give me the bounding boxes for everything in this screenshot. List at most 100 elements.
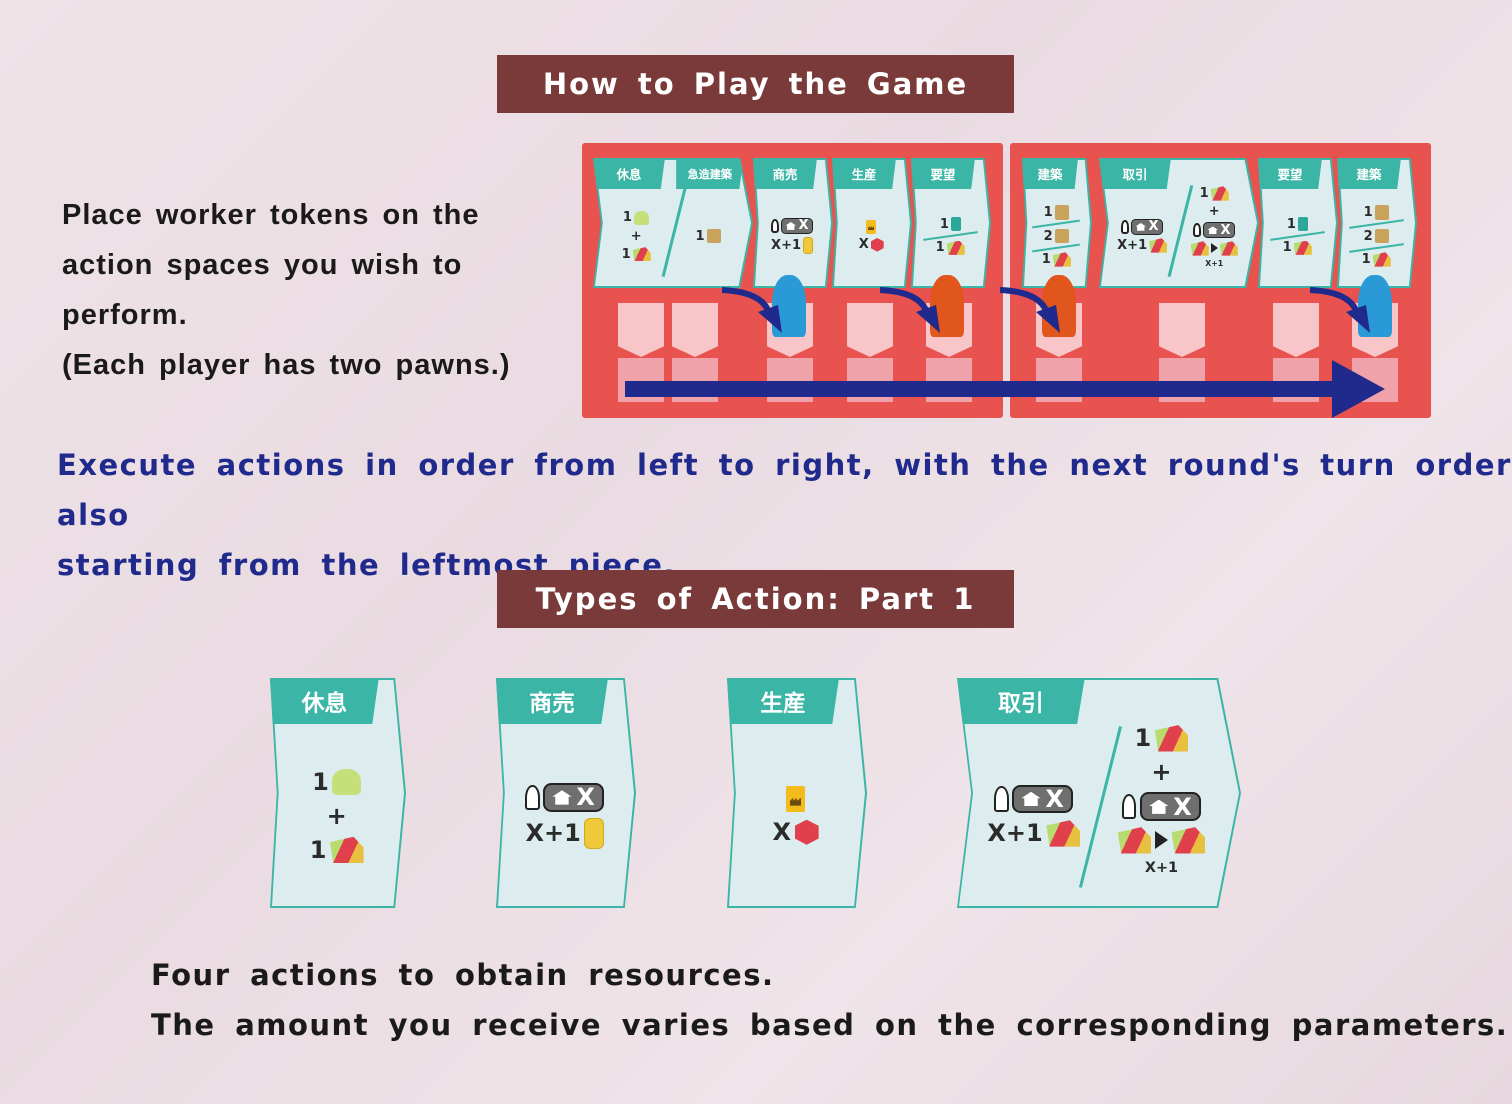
card-title: 建築 [1337,158,1401,190]
worker-icon [633,210,650,225]
house-icon [785,222,796,230]
building-count-badge: X [1140,792,1201,822]
house-icon [552,790,572,805]
intro-line: action spaces you wish to [62,249,463,281]
card-line: 2 [1364,229,1389,244]
card-line [1190,241,1238,256]
amount-text: 1 [1286,216,1296,232]
card-line: X [1120,219,1164,235]
any-resource-icon [1219,241,1238,256]
any-resource-icon [1046,820,1080,847]
card-title: 要望 [1258,158,1322,190]
card-line: 1 [936,240,965,255]
pawn-icon [770,219,779,233]
worker-slot-base [926,358,972,402]
card-line: 1 [1287,217,1308,232]
intro-text: Place worker tokens on the action spaces… [62,190,511,390]
pawn-icon [994,786,1009,812]
action-card: 生産 X [727,678,867,908]
card-title: 生産 [727,678,839,724]
card-body: X [735,733,855,899]
card-line [866,219,877,235]
card-body: X [837,189,906,283]
card-line: 1 [1362,252,1391,267]
worker-slot [1159,303,1205,357]
card-body: 1+1 [278,733,395,899]
card-line: X+1 [525,817,604,849]
amount-text: X [772,818,792,847]
amount-text: X+1 [525,819,581,848]
request-card-icon [950,217,961,232]
card-body: X X+1 [1109,189,1176,283]
card-line: 1 [622,247,651,262]
card-line [786,785,806,813]
plus-sign: + [1208,204,1220,220]
amount-text: 1 [622,210,632,226]
footer-line: The amount you receive varies based on t… [151,1008,1509,1042]
any-resource-icon [1210,186,1229,201]
types-of-action-banner: Types of Action: Part 1 [497,570,1014,628]
card-title: 建築 [1022,158,1078,190]
card-line: + [631,229,642,244]
blue-pawn [772,275,806,337]
factory-icon [786,785,806,813]
worker-slot [672,303,718,357]
amount-text: 2 [1043,228,1053,244]
card-body: X X+1 [504,733,624,899]
pawn-icon [525,784,540,810]
card-line: 1 [696,229,721,244]
building-count-badge: X [1202,222,1236,239]
building-count-badge: X [780,218,814,234]
card-line: X+1 [1117,238,1168,253]
card-line: 1 [1135,724,1189,752]
worker-slot-base [1273,358,1319,402]
worker-slot-base [618,358,664,402]
house-icon [1135,222,1146,231]
wood-icon [706,228,721,244]
worker-slot [847,303,893,357]
card-body: X X+1 [974,733,1093,899]
worker-slot-base [767,358,813,402]
blue-pawn [1358,275,1392,337]
card-line: + [327,802,347,830]
any-resource-icon [1052,252,1071,267]
any-resource-icon [946,240,965,255]
order-line: Execute actions in order from left to ri… [57,448,1512,532]
any-resource-icon [1154,725,1189,752]
card-line: X+1 [987,819,1080,847]
amount-text: 2 [1363,228,1373,244]
gold-coin-icon [584,817,604,849]
wood-icon [1054,228,1069,244]
card-line: 1 [1364,205,1389,220]
card-line: X [994,784,1074,814]
card-title: 生産 [832,158,896,190]
card-title: 要望 [911,158,975,190]
card-title: 商売 [496,678,608,724]
amount-text: 1 [1041,251,1051,267]
card-line: X [1122,792,1201,822]
amount-text: X+1 [1205,258,1224,268]
cube-icon [870,237,884,252]
wood-icon [1374,205,1389,220]
amount-text: 1 [312,768,329,796]
action-card: 建築 1 2 1 [1337,158,1417,288]
plus-sign: + [630,228,642,244]
card-line: 1 [312,768,362,796]
factory-icon [866,219,877,235]
card-line: X [770,218,814,234]
wood-icon [1374,228,1389,244]
card-line: 1 [623,210,650,225]
badge-text: X [798,218,809,234]
pawn-icon [1120,220,1129,234]
card-line: X+1 [1205,259,1223,268]
badge-text: X [576,783,595,812]
badge-text: X [1220,222,1231,238]
card-body: 1 2 1 [1342,189,1411,283]
worker-slot-base [847,358,893,402]
